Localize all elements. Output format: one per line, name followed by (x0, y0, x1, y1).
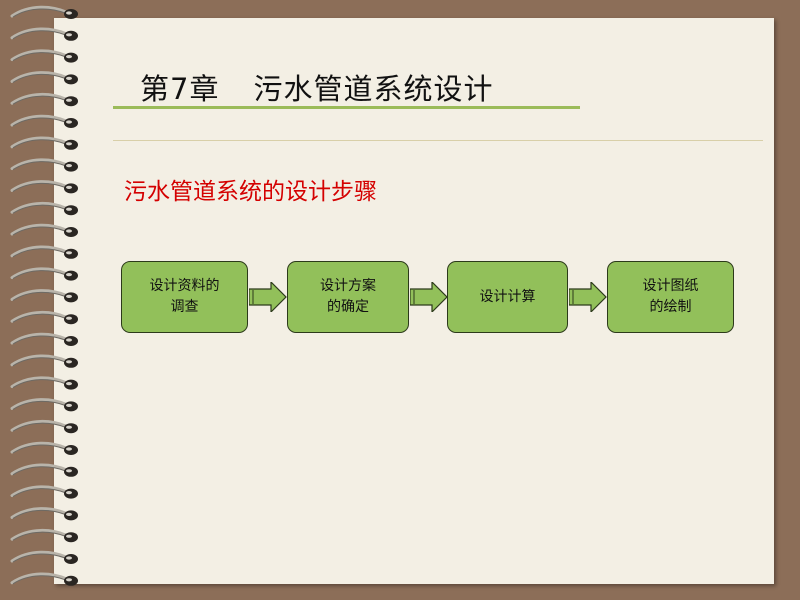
spiral-binding-icon (10, 5, 78, 586)
section-heading: 污水管道系统的设计步骤 (124, 179, 377, 205)
section-divider (113, 140, 763, 141)
flow-arrow-2-icon (410, 282, 448, 312)
flow-step-4-line2: 的绘制 (649, 299, 692, 315)
flow-step-3-line1: 设计计算 (479, 288, 536, 305)
slide-title: 第7章污水管道系统设计 (140, 66, 493, 108)
chapter-title: 污水管道系统设计 (253, 72, 494, 106)
flow-step-4: 设计图纸 的绘制 (607, 261, 734, 333)
flow-step-1-line1: 设计资料的 (149, 278, 220, 294)
flow-step-3: 设计计算 (447, 261, 568, 333)
flow-step-4-line1: 设计图纸 (642, 278, 699, 294)
flow-step-1: 设计资料的 调查 (121, 261, 248, 333)
flow-step-2-line2: 的确定 (327, 299, 369, 315)
flow-arrow-1-icon (249, 282, 287, 312)
title-underline (113, 106, 580, 109)
flow-arrow-3-icon (569, 282, 607, 312)
flow-step-2: 设计方案 的确定 (287, 261, 409, 333)
flow-step-2-line1: 设计方案 (320, 278, 376, 294)
flow-step-1-line2: 调查 (170, 299, 199, 315)
chapter-label: 第7章 (140, 72, 220, 106)
